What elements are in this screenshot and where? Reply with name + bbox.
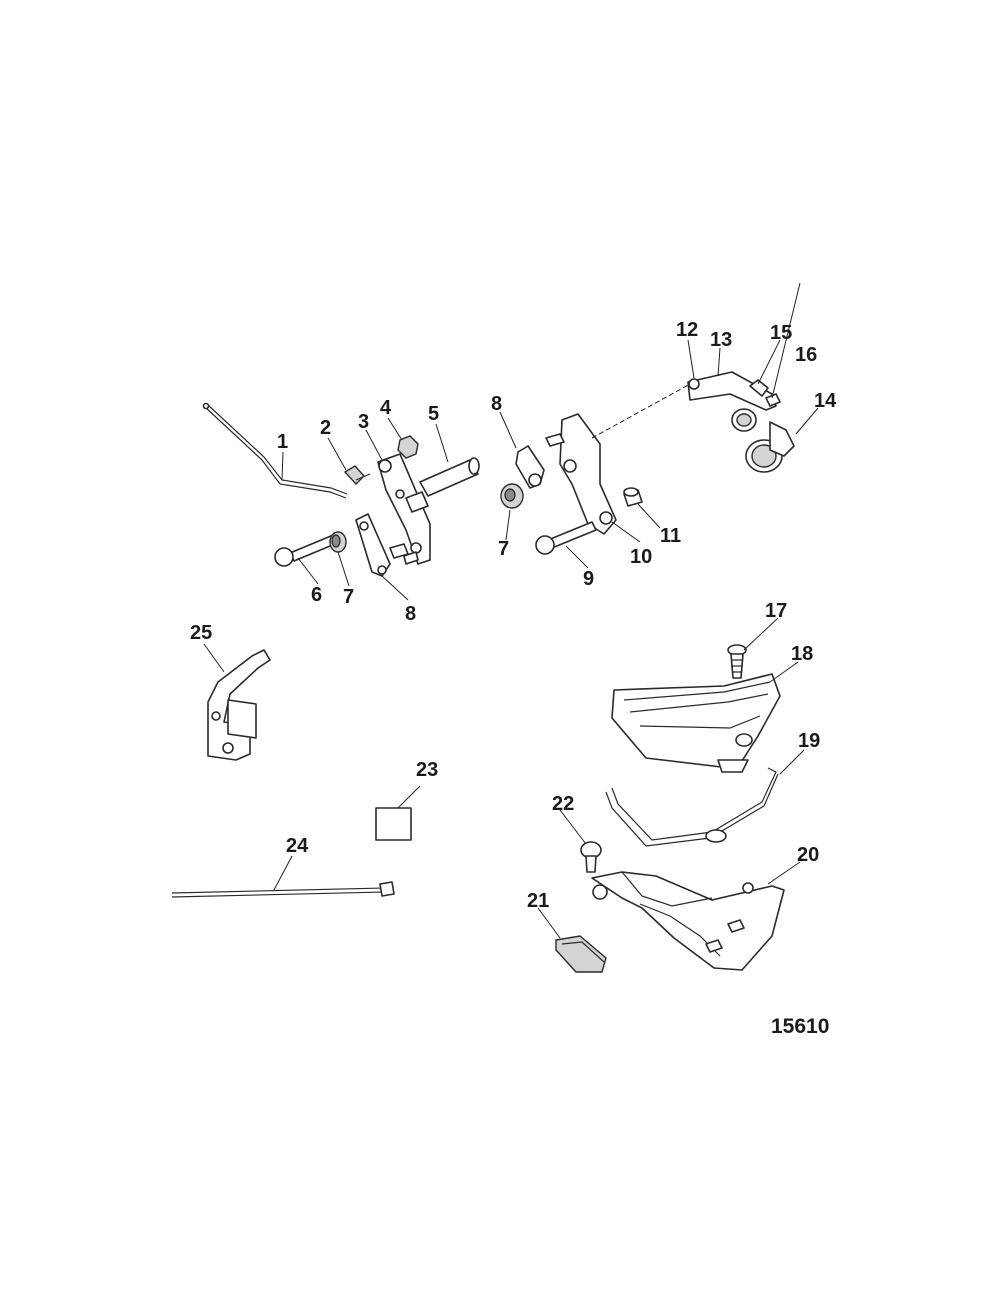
callout-24: 24	[286, 835, 309, 857]
part-12-13-link	[687, 371, 777, 411]
callout-14: 14	[814, 390, 837, 412]
callout-13: 13	[710, 329, 732, 351]
part-22-screw	[580, 841, 602, 873]
callout-12: 12	[676, 319, 698, 341]
callout-23: 23	[416, 759, 438, 781]
callout-7: 7	[343, 586, 354, 608]
callout-6: 6	[311, 584, 322, 606]
callout-4: 4	[380, 397, 392, 419]
figure-number: 15610	[771, 1015, 829, 1038]
part-14-bushing	[731, 408, 795, 473]
part-24-tie	[171, 881, 395, 898]
leader-lines	[203, 282, 819, 939]
part-25-bracket	[207, 649, 271, 761]
part-10-lever	[545, 413, 617, 535]
lever-bolts	[389, 543, 419, 565]
callout-18: 18	[791, 643, 813, 665]
callout-11: 11	[660, 525, 681, 547]
part-9-bolt	[535, 521, 597, 555]
callout-labels: 1 2 3 4 5 6 7 8 8 7 9 10 11 12 13 14 15 …	[190, 319, 837, 912]
linkage-dashed-line	[591, 383, 691, 439]
callout-22: 22	[552, 793, 574, 815]
callout-10: 10	[630, 546, 652, 568]
part-5-shaft	[405, 457, 480, 513]
part-8b-link	[515, 445, 545, 489]
callout-1: 1	[277, 431, 288, 453]
callout-7b: 7	[498, 538, 509, 560]
part-4-nut	[397, 435, 419, 459]
callout-17: 17	[765, 600, 787, 622]
callout-9: 9	[583, 568, 594, 590]
callout-25: 25	[190, 622, 212, 644]
callout-5: 5	[428, 403, 439, 425]
callout-19: 19	[798, 730, 820, 752]
part-15-16-clip	[749, 379, 781, 407]
callout-8b: 8	[491, 393, 502, 415]
part-19-clip	[605, 767, 779, 847]
part-11-spacer	[623, 487, 643, 507]
part-7b-bushing	[500, 483, 524, 509]
part-8-link	[355, 513, 391, 577]
part-7-bushing	[329, 531, 347, 553]
callout-8: 8	[405, 603, 416, 625]
part-17-screw	[727, 644, 747, 679]
part-3-lever	[377, 453, 431, 565]
callout-2: 2	[320, 417, 331, 439]
part-2-clip	[343, 465, 371, 486]
callout-20: 20	[797, 844, 819, 866]
callout-15: 15	[770, 322, 792, 344]
part-20-base	[591, 871, 785, 971]
callout-16: 16	[795, 344, 817, 366]
part-21-pad	[555, 935, 607, 973]
part-23-decal	[375, 807, 412, 841]
part-18-cover	[611, 673, 781, 773]
callout-3: 3	[358, 411, 369, 433]
callout-21: 21	[527, 890, 549, 912]
